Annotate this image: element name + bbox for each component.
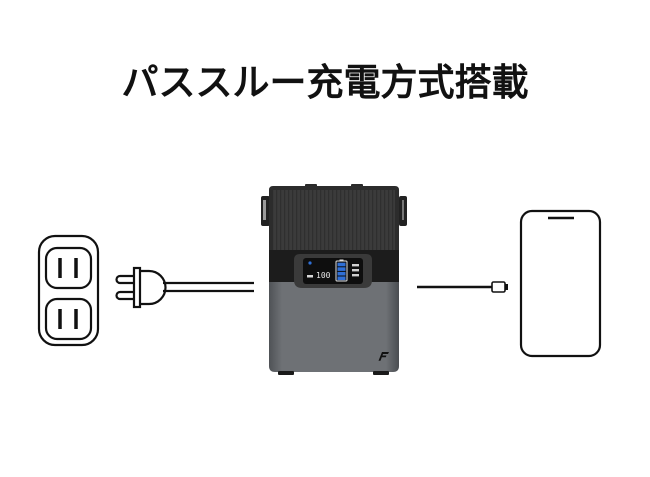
ac-plug-icon <box>115 266 254 309</box>
battery-bar <box>337 267 346 271</box>
smartphone-icon <box>519 209 602 358</box>
page-title: パススルー充電方式搭載 <box>121 61 529 104</box>
usb-cable-icon <box>417 281 508 293</box>
display-readout: 100 <box>316 271 331 280</box>
battery-bar <box>337 276 346 281</box>
wall-outlet-icon <box>37 234 100 347</box>
power-station: 100 <box>261 184 407 375</box>
battery-level-icon <box>335 259 348 282</box>
bluetooth-indicator-icon <box>308 261 312 265</box>
brand-logo-icon <box>378 352 389 361</box>
battery-bar <box>337 271 346 276</box>
battery-bar <box>337 262 346 267</box>
lcd-display <box>303 258 363 284</box>
